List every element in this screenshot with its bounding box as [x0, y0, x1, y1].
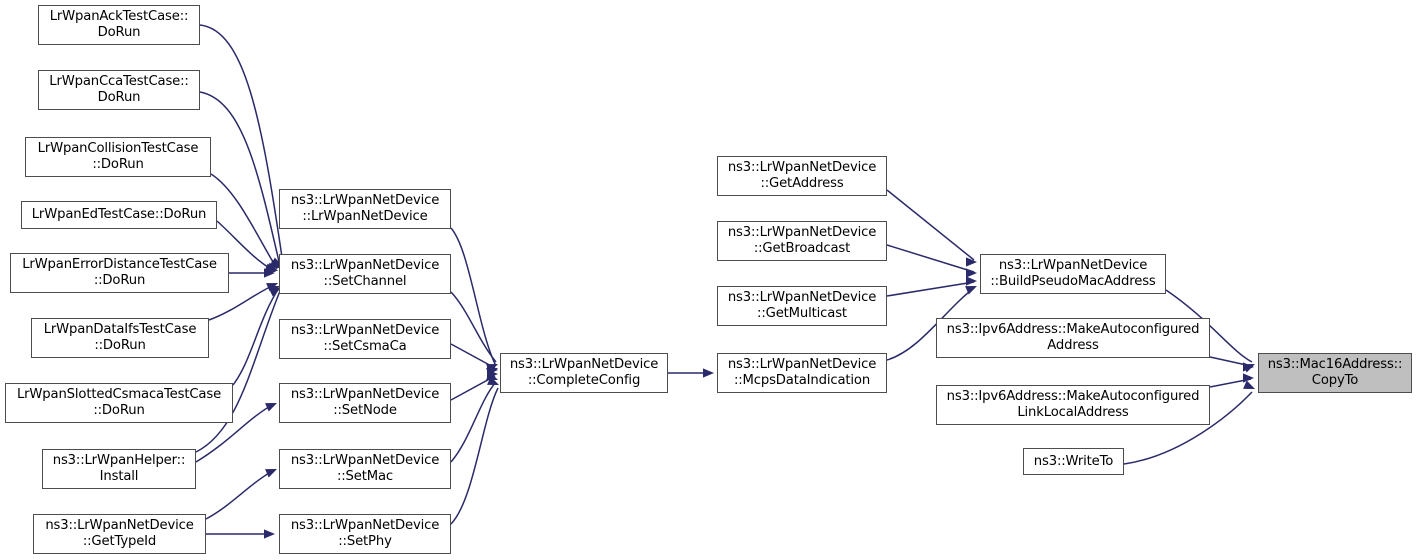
graph-node-label: ns3::LrWpanNetDevice ::GetMulticast	[727, 290, 877, 321]
graph-node-label: ns3::LrWpanNetDevice ::LrWpanNetDevice	[290, 193, 440, 224]
graph-node-getaddress[interactable]: ns3::LrWpanNetDevice ::GetAddress	[717, 156, 887, 196]
graph-node-label: ns3::WriteTo	[1033, 453, 1114, 469]
graph-node-collision[interactable]: LrWpanCollisionTestCase ::DoRun	[25, 137, 211, 177]
graph-node-getbroadcast[interactable]: ns3::LrWpanNetDevice ::GetBroadcast	[717, 221, 887, 261]
graph-node-label: ns3::LrWpanNetDevice ::SetCsmaCa	[290, 323, 440, 354]
graph-node-label: ns3::LrWpanNetDevice ::McpsDataIndicatio…	[727, 357, 877, 388]
graph-node-completeconfig[interactable]: ns3::LrWpanNetDevice ::CompleteConfig	[500, 353, 668, 393]
graph-node-label: ns3::LrWpanNetDevice ::GetBroadcast	[727, 225, 877, 256]
graph-node-label: LrWpanEdTestCase::DoRun	[31, 207, 207, 223]
graph-node-label: ns3::LrWpanHelper:: Install	[52, 453, 186, 484]
graph-node-label: LrWpanSlottedCsmacaTestCase ::DoRun	[16, 387, 222, 418]
graph-node-dataifs[interactable]: LrWpanDataIfsTestCase ::DoRun	[31, 318, 209, 358]
graph-node-errordistance[interactable]: LrWpanErrorDistanceTestCase ::DoRun	[10, 253, 229, 293]
graph-node-ctor[interactable]: ns3::LrWpanNetDevice ::LrWpanNetDevice	[279, 189, 451, 229]
graph-node-buildpseudo[interactable]: ns3::LrWpanNetDevice ::BuildPseudoMacAdd…	[980, 254, 1166, 294]
graph-node-gettypeid[interactable]: ns3::LrWpanNetDevice ::GetTypeId	[33, 514, 206, 554]
graph-node-setnode[interactable]: ns3::LrWpanNetDevice ::SetNode	[279, 383, 451, 423]
graph-node-label: LrWpanCollisionTestCase ::DoRun	[37, 141, 199, 172]
graph-node-label: ns3::LrWpanNetDevice ::BuildPseudoMacAdd…	[990, 258, 1156, 289]
graph-node-mac16copyto[interactable]: ns3::Mac16Address:: CopyTo	[1258, 353, 1412, 393]
graph-node-slotted[interactable]: LrWpanSlottedCsmacaTestCase ::DoRun	[5, 383, 233, 423]
graph-node-label: ns3::LrWpanNetDevice ::GetAddress	[727, 160, 877, 191]
graph-node-label: ns3::LrWpanNetDevice ::CompleteConfig	[509, 357, 659, 388]
graph-node-helperinstall[interactable]: ns3::LrWpanHelper:: Install	[42, 449, 196, 489]
graph-node-label: ns3::Mac16Address:: CopyTo	[1267, 357, 1403, 388]
graph-node-label: ns3::LrWpanNetDevice ::GetTypeId	[45, 518, 194, 549]
graph-node-cca[interactable]: LrWpanCcaTestCase:: DoRun	[38, 70, 200, 110]
graph-node-setcsmaca[interactable]: ns3::LrWpanNetDevice ::SetCsmaCa	[279, 319, 451, 359]
graph-node-label: ns3::LrWpanNetDevice ::SetPhy	[290, 518, 440, 549]
graph-node-ed[interactable]: LrWpanEdTestCase::DoRun	[21, 201, 217, 229]
graph-node-label: LrWpanErrorDistanceTestCase ::DoRun	[22, 257, 217, 288]
graph-node-label: ns3::LrWpanNetDevice ::SetMac	[290, 453, 440, 484]
graph-node-label: LrWpanCcaTestCase:: DoRun	[49, 74, 189, 105]
graph-node-setmac[interactable]: ns3::LrWpanNetDevice ::SetMac	[279, 449, 451, 489]
graph-node-getmulticast[interactable]: ns3::LrWpanNetDevice ::GetMulticast	[717, 286, 887, 326]
graph-node-label: ns3::Ipv6Address::MakeAutoconfigured Lin…	[946, 389, 1200, 420]
graph-node-mcpsdata[interactable]: ns3::LrWpanNetDevice ::McpsDataIndicatio…	[717, 353, 887, 393]
graph-node-setchannel[interactable]: ns3::LrWpanNetDevice ::SetChannel	[279, 254, 451, 294]
graph-node-label: ns3::Ipv6Address::MakeAutoconfigured Add…	[946, 322, 1200, 353]
graph-node-ack[interactable]: LrWpanAckTestCase:: DoRun	[38, 5, 200, 45]
graph-node-makeautolink[interactable]: ns3::Ipv6Address::MakeAutoconfigured Lin…	[936, 385, 1210, 425]
graph-node-writeto[interactable]: ns3::WriteTo	[1023, 448, 1124, 475]
graph-node-label: LrWpanDataIfsTestCase ::DoRun	[43, 322, 197, 353]
graph-node-label: ns3::LrWpanNetDevice ::SetNode	[290, 387, 440, 418]
graph-node-makeauto[interactable]: ns3::Ipv6Address::MakeAutoconfigured Add…	[936, 318, 1210, 358]
graph-node-setphy[interactable]: ns3::LrWpanNetDevice ::SetPhy	[279, 514, 451, 554]
graph-node-label: ns3::LrWpanNetDevice ::SetChannel	[290, 258, 440, 289]
graph-node-label: LrWpanAckTestCase:: DoRun	[49, 9, 189, 40]
